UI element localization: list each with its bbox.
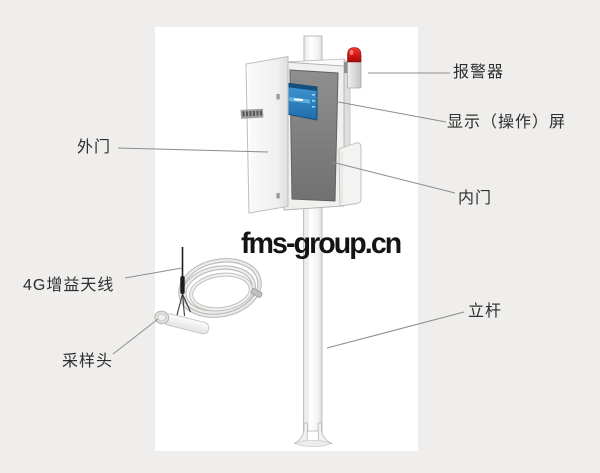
door-hinge-bottom	[276, 193, 280, 199]
outer-door	[240, 55, 289, 214]
alarm-red-dome	[347, 47, 362, 63]
leader-outer-door	[117, 147, 269, 153]
watermark-text: fms-group.cn	[241, 227, 402, 260]
pole-upper	[303, 35, 323, 63]
leader-antenna	[124, 267, 183, 279]
sampling-head	[154, 310, 210, 335]
label-antenna-4g: 4G增益天线	[23, 277, 115, 294]
label-outer-door: 外门	[77, 139, 112, 156]
display-screen	[285, 82, 318, 121]
label-sampling-head: 采样头	[62, 353, 114, 370]
leader-lines	[112, 72, 465, 355]
label-pole: 立杆	[468, 303, 503, 320]
cable-connector	[250, 288, 263, 298]
door-hinge-top	[276, 94, 280, 100]
leader-sampling-head	[112, 318, 159, 355]
pole-base	[293, 422, 333, 447]
side-enclosure	[338, 142, 362, 207]
leader-inner-door	[331, 161, 456, 194]
label-alarm: 报警器	[453, 64, 505, 81]
leader-display-screen	[316, 97, 447, 123]
door-name-strip	[240, 108, 264, 119]
cabinet	[283, 58, 362, 211]
leader-pole	[326, 311, 465, 349]
antenna-4g	[175, 247, 263, 318]
label-display-screen: 显示（操作）屏	[447, 114, 567, 131]
alarm-beacon	[344, 47, 362, 89]
label-inner-door: 内门	[458, 190, 493, 207]
